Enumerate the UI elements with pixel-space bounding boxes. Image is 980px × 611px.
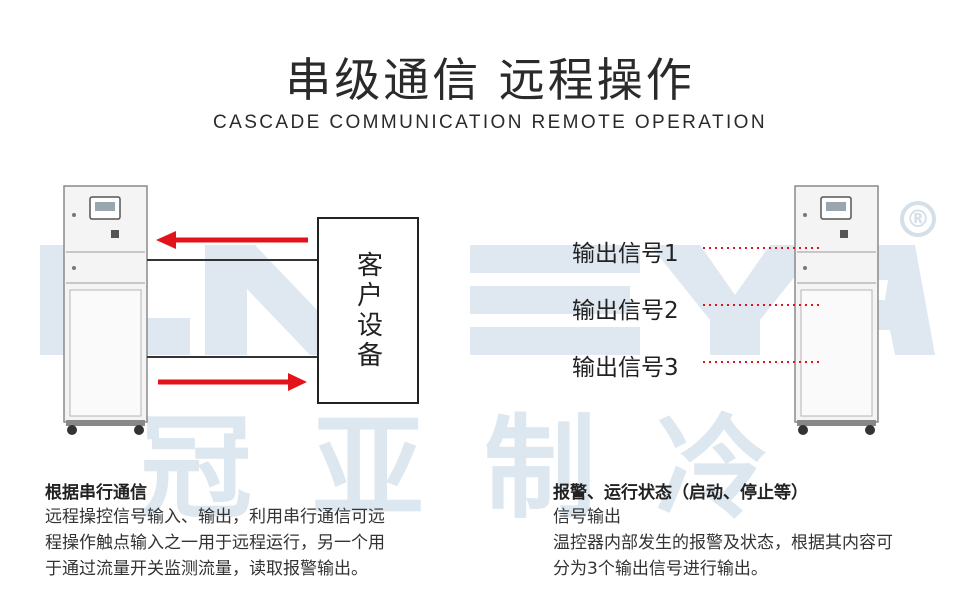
watermark-chinese-text: 冠亚制冷 <box>140 404 828 534</box>
right-description: 报警、运行状态（启动、停止等） 信号输出 温控器内部发生的报警及状态，根据其内容… <box>553 478 973 582</box>
signal-label-1: 输出信号1 <box>572 241 679 267</box>
left-heading: 根据串行通信 <box>45 483 147 503</box>
right-line-3: 分为3个输出信号进行输出。 <box>553 559 768 579</box>
right-body: 信号输出 温控器内部发生的报警及状态，根据其内容可 分为3个输出信号进行输出。 <box>553 504 973 582</box>
client-device-label: 客户设备 <box>352 250 383 371</box>
left-line-3: 于通过流量开关监测流量，读取报警输出。 <box>45 559 368 579</box>
signal-label-2: 输出信号2 <box>572 298 679 324</box>
arrow-right-icon <box>158 373 307 391</box>
right-chiller-cabinet-icon <box>794 185 879 435</box>
left-body: 远程操控信号输入、输出，利用串行通信可远 程操作触点输入之一用于远程运行，另一个… <box>45 504 465 582</box>
registered-mark-icon: ® <box>900 201 936 237</box>
right-line-2: 温控器内部发生的报警及状态，根据其内容可 <box>553 533 893 553</box>
client-device-box <box>317 217 419 404</box>
page-subtitle: CASCADE COMMUNICATION REMOTE OPERATION <box>213 112 767 133</box>
right-line-1: 信号输出 <box>553 507 621 527</box>
arrow-left-icon <box>156 231 308 249</box>
left-chiller-cabinet-icon <box>63 185 148 435</box>
right-heading: 报警、运行状态（启动、停止等） <box>553 483 808 503</box>
left-description: 根据串行通信 远程操控信号输入、输出，利用串行通信可远 程操作触点输入之一用于远… <box>45 478 465 582</box>
left-line-2: 程操作触点输入之一用于远程运行，另一个用 <box>45 533 385 553</box>
page-title: 串级通信 远程操作 <box>285 53 695 107</box>
signal-label-3: 输出信号3 <box>572 355 679 381</box>
left-line-1: 远程操控信号输入、输出，利用串行通信可远 <box>45 507 385 527</box>
